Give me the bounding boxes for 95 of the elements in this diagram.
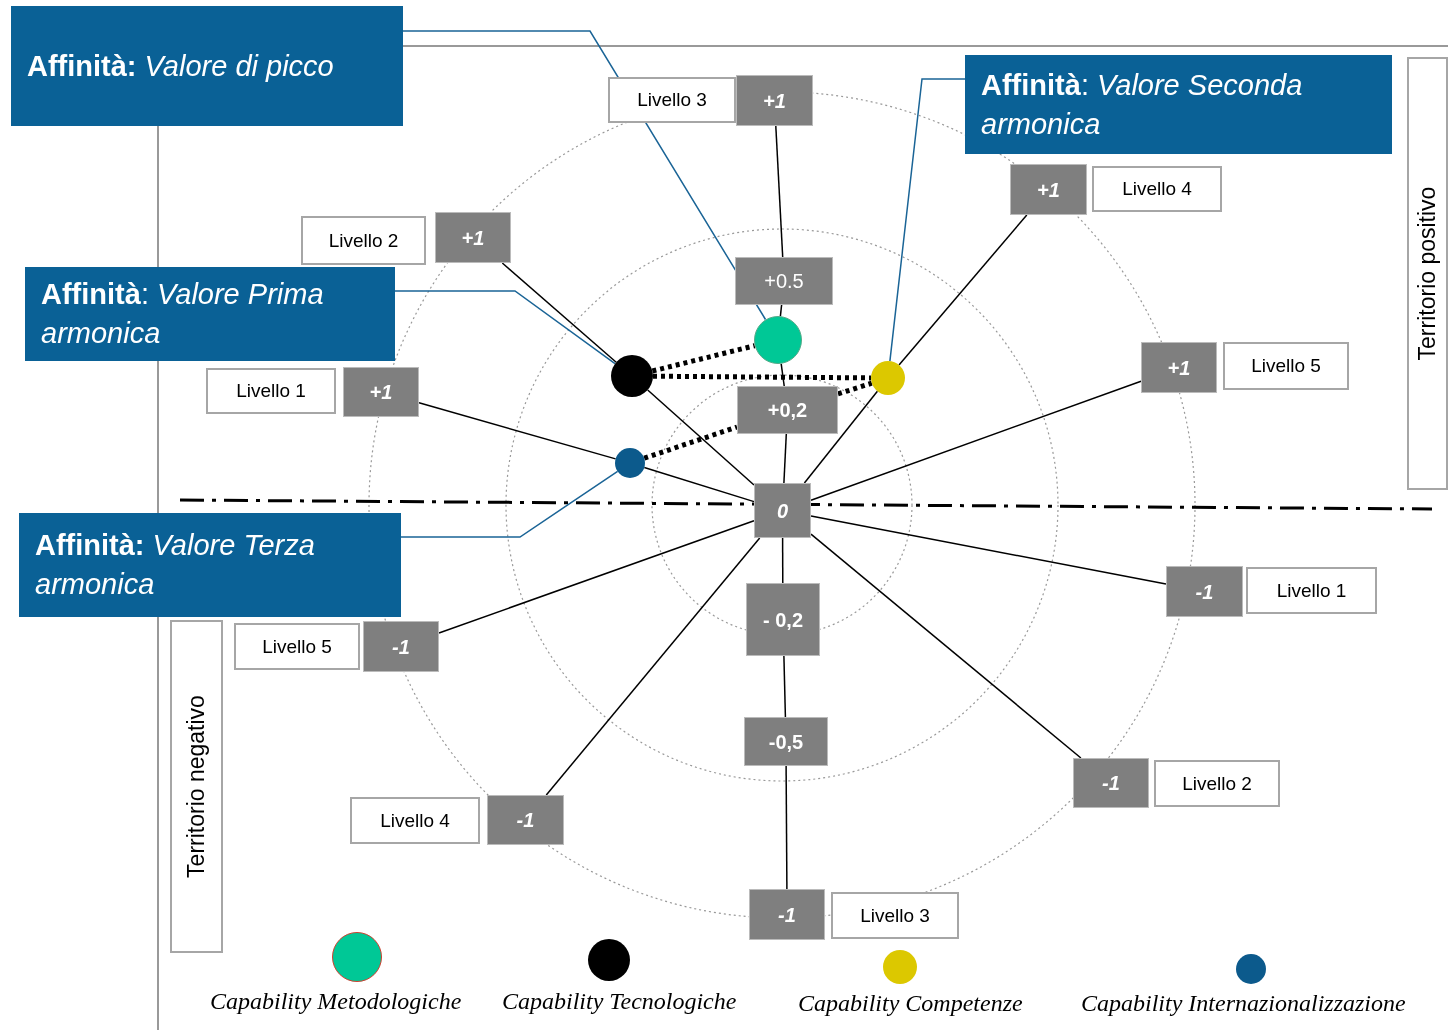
- connector-line: [646, 389, 755, 486]
- connector-line: [643, 466, 755, 503]
- value-box: [1010, 164, 1087, 215]
- level-label: Livello 1: [1276, 579, 1347, 602]
- callout-box: [965, 55, 1392, 154]
- callout-box: [25, 267, 395, 361]
- capability-dot: [754, 316, 802, 364]
- value-box: [363, 621, 439, 672]
- territory-label: Territorio positivo: [1414, 186, 1441, 361]
- level-box: [350, 797, 480, 844]
- level-label: Livello 3: [860, 904, 930, 927]
- callout-text: Affinità: Valore Terza armonica: [35, 528, 316, 602]
- level-box: [1154, 760, 1280, 807]
- callout-text: Affinità: Valore Seconda armonica: [981, 67, 1304, 142]
- territory-box: [170, 620, 223, 953]
- capability-dot: [871, 361, 905, 395]
- value-box: [343, 367, 419, 417]
- value-box: [735, 257, 833, 305]
- connector-line: [810, 533, 1082, 759]
- level-box: [1092, 166, 1222, 212]
- connector-line: [783, 433, 788, 484]
- dotted-link-line: [643, 424, 738, 461]
- value-label: +0,2: [767, 398, 808, 423]
- level-label: Livello 5: [1251, 355, 1321, 377]
- territory-box: [1407, 57, 1448, 490]
- callout-box: [19, 513, 401, 617]
- level-label: Livello 3: [637, 89, 707, 111]
- leader-line: [394, 290, 616, 365]
- legend-label: Capability Competenze: [798, 990, 1023, 1017]
- level-box: [206, 368, 336, 414]
- value-box: [487, 795, 564, 845]
- level-label: Livello 5: [262, 635, 332, 658]
- capability-dot: [615, 448, 645, 478]
- connector-line: [898, 214, 1028, 366]
- dotted-link-line: [837, 380, 873, 397]
- value-label: -1: [392, 634, 410, 660]
- level-box: [608, 77, 736, 123]
- value-label: +1: [1037, 177, 1060, 203]
- level-box: [1246, 567, 1377, 614]
- callout-text: Affinità: Valore di picco: [27, 48, 334, 84]
- connector-line: [785, 765, 788, 890]
- level-box: [831, 892, 959, 939]
- connector-line: [781, 537, 784, 584]
- connector-line: [501, 262, 617, 363]
- connector-line: [780, 363, 785, 387]
- value-box: [754, 483, 811, 538]
- value-box: [1141, 342, 1217, 393]
- connector-line: [545, 537, 761, 796]
- level-label: Livello 4: [1122, 178, 1192, 200]
- connector-line: [803, 390, 879, 484]
- connector-line: [783, 655, 787, 718]
- connector-line: [810, 515, 1167, 585]
- legend-label: Capability Internazionalizzazione: [1081, 990, 1406, 1017]
- capability-dot: [611, 355, 653, 397]
- level-label: Livello 1: [236, 380, 306, 402]
- connector-line: [810, 380, 1142, 501]
- level-label: Livello 2: [328, 229, 399, 252]
- callout-box: [11, 6, 403, 126]
- connector-line: [775, 125, 784, 258]
- value-label: +1: [461, 225, 485, 251]
- value-label: -1: [516, 808, 535, 833]
- connector-line: [418, 402, 617, 460]
- value-label: 0: [776, 498, 789, 524]
- value-box: [1073, 758, 1149, 808]
- value-label: +1: [1167, 355, 1191, 381]
- value-label: -1: [1195, 579, 1214, 605]
- legend-label: Capability Tecnologiche: [502, 988, 737, 1015]
- dotted-link-line: [653, 373, 871, 381]
- level-label: Livello 2: [1182, 772, 1252, 795]
- value-box: [435, 212, 511, 263]
- level-label: Livello 4: [380, 809, 450, 832]
- value-label: +1: [369, 380, 393, 405]
- value-box: [736, 75, 813, 126]
- value-label: - 0,2: [763, 607, 803, 633]
- value-box: [1166, 566, 1243, 617]
- territory-label: Territorio negativo: [183, 695, 210, 878]
- dotted-link-line: [651, 343, 756, 374]
- value-label: -1: [1102, 771, 1120, 796]
- leader-line: [889, 78, 966, 362]
- value-label: -0,5: [768, 729, 804, 755]
- value-box: [737, 386, 838, 434]
- value-box: [744, 717, 828, 766]
- value-label: +0.5: [764, 269, 804, 294]
- legend-label: Capability Metodologiche: [210, 988, 462, 1015]
- level-box: [301, 216, 426, 265]
- value-box: [749, 889, 825, 940]
- leader-line: [400, 470, 619, 538]
- callout-text: Affinità: Valore Prima armonica: [41, 277, 325, 351]
- connector-line: [438, 519, 755, 634]
- value-label: -1: [778, 902, 796, 928]
- level-box: [1223, 342, 1349, 390]
- connector-line: [779, 304, 783, 317]
- value-label: +1: [763, 88, 786, 114]
- level-box: [234, 623, 360, 670]
- value-box: [746, 583, 820, 656]
